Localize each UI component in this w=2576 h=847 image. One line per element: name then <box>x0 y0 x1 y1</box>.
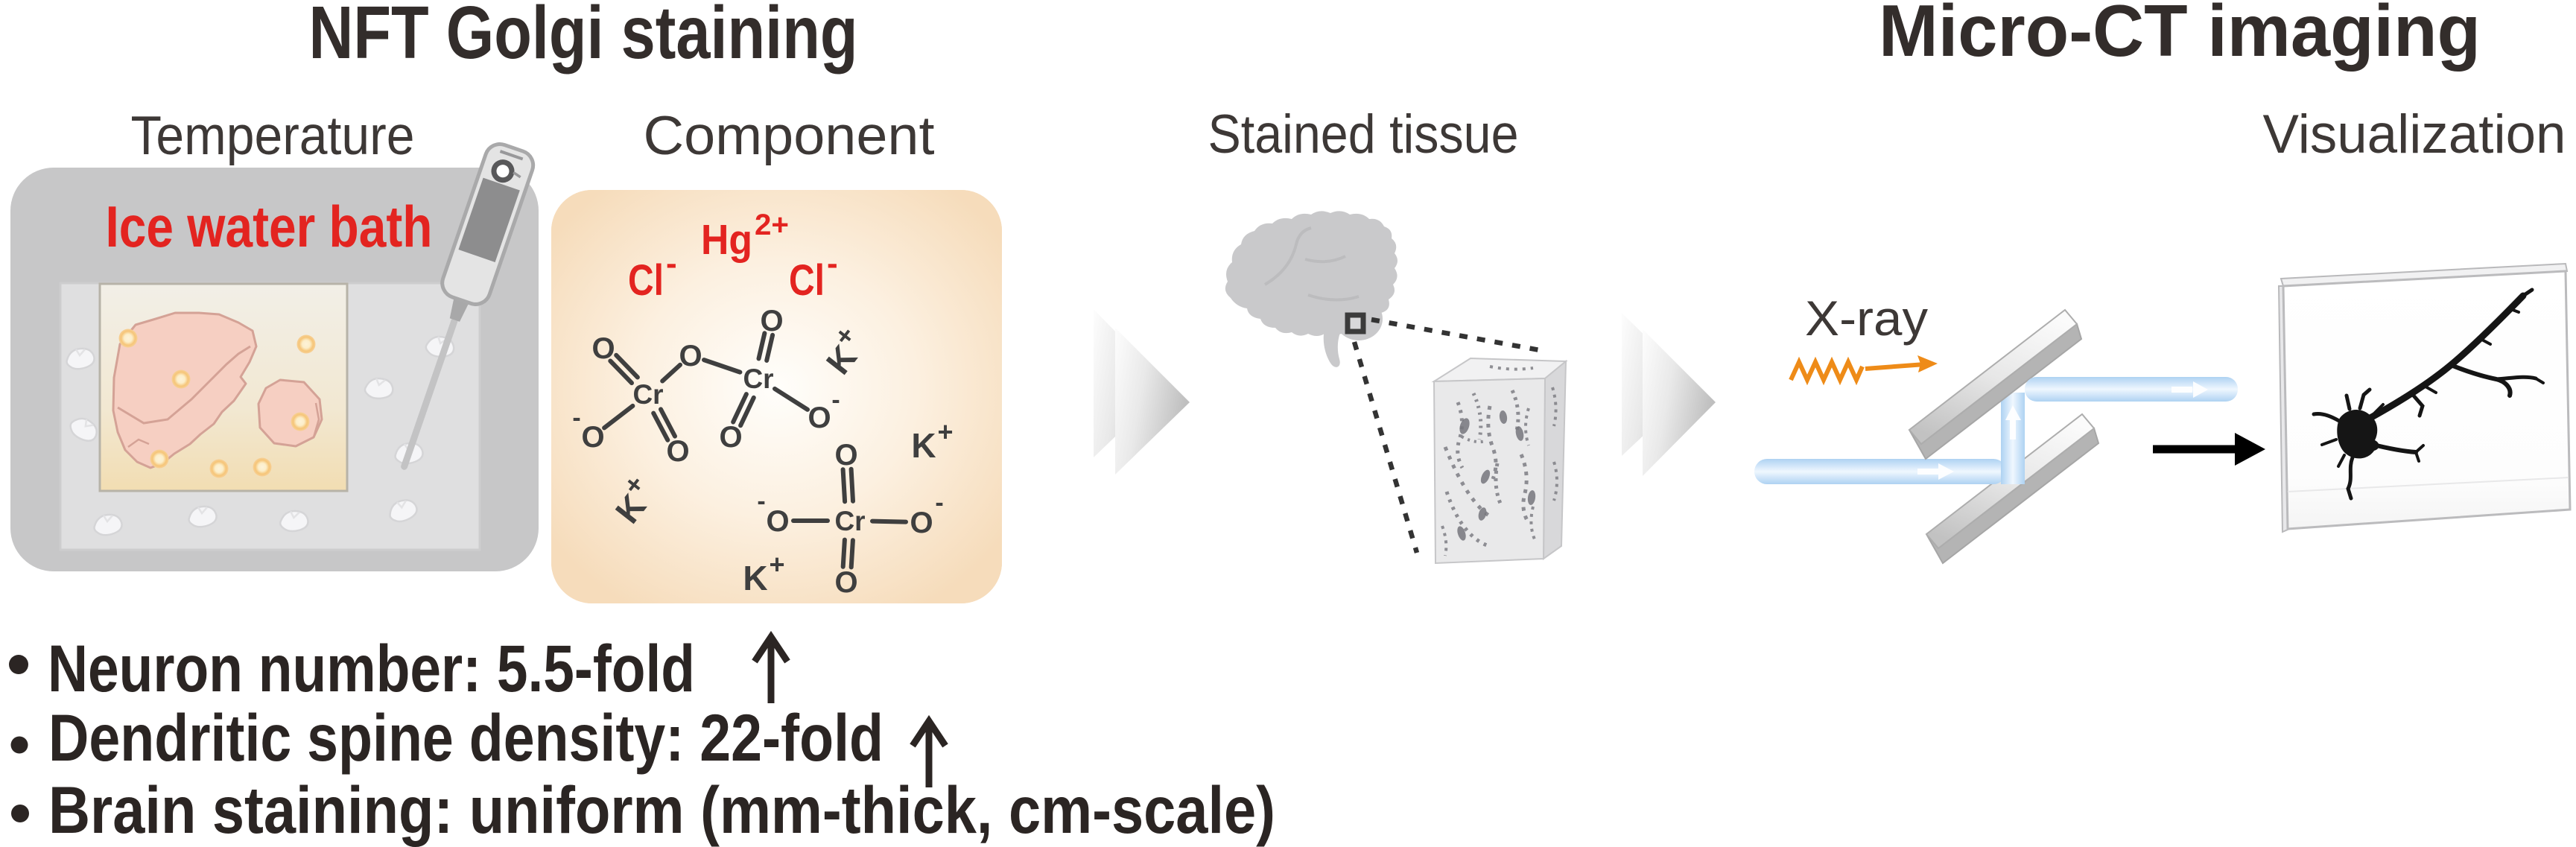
svg-text:O: O <box>581 421 604 454</box>
svg-text:Dendritic spine density: 22-fo: Dendritic spine density: 22-fold <box>48 700 883 775</box>
svg-text:Neuron number: 5.5-fold: Neuron number: 5.5-fold <box>48 631 695 705</box>
svg-text:O: O <box>666 435 689 468</box>
svg-text:-: - <box>831 386 840 414</box>
svg-text:O: O <box>766 505 789 538</box>
svg-text:O: O <box>679 340 702 372</box>
svg-text:+: + <box>937 416 953 447</box>
svg-text:2+: 2+ <box>755 209 789 241</box>
svg-text:O: O <box>834 439 857 472</box>
svg-text:Cl: Cl <box>628 256 664 305</box>
svg-text:Hg: Hg <box>701 216 752 264</box>
svg-text:K: K <box>911 426 936 465</box>
svg-text:Cr: Cr <box>632 379 663 410</box>
svg-text:Stained tissue: Stained tissue <box>1208 104 1519 165</box>
svg-text:Cr: Cr <box>834 506 865 536</box>
svg-text:Temperature: Temperature <box>131 106 415 166</box>
svg-text:Ice water bath: Ice water bath <box>106 194 433 259</box>
svg-text:O: O <box>808 402 831 434</box>
svg-text:K: K <box>743 559 767 597</box>
svg-text:O: O <box>910 507 933 539</box>
svg-text:Micro-CT imaging: Micro-CT imaging <box>1879 0 2481 72</box>
svg-text:NFT Golgi staining: NFT Golgi staining <box>309 0 858 74</box>
svg-text:Component: Component <box>644 106 935 166</box>
svg-text:-: - <box>827 245 838 282</box>
svg-text:-: - <box>572 404 580 432</box>
svg-text:-: - <box>935 489 943 517</box>
svg-text:O: O <box>719 421 742 454</box>
svg-text:Brain staining: uniform (mm-th: Brain staining: uniform (mm-thick, cm-sc… <box>48 773 1275 847</box>
svg-text:Cr: Cr <box>743 364 773 394</box>
svg-text:+: + <box>769 549 784 580</box>
svg-text:X-ray: X-ray <box>1805 291 1928 346</box>
svg-text:Cl: Cl <box>789 256 825 305</box>
svg-text:O: O <box>760 305 783 337</box>
svg-text:O: O <box>834 566 857 599</box>
svg-text:-: - <box>666 245 677 282</box>
svg-text:-: - <box>757 487 765 516</box>
svg-text:O: O <box>591 332 615 365</box>
svg-text:Visualization: Visualization <box>2263 104 2566 165</box>
